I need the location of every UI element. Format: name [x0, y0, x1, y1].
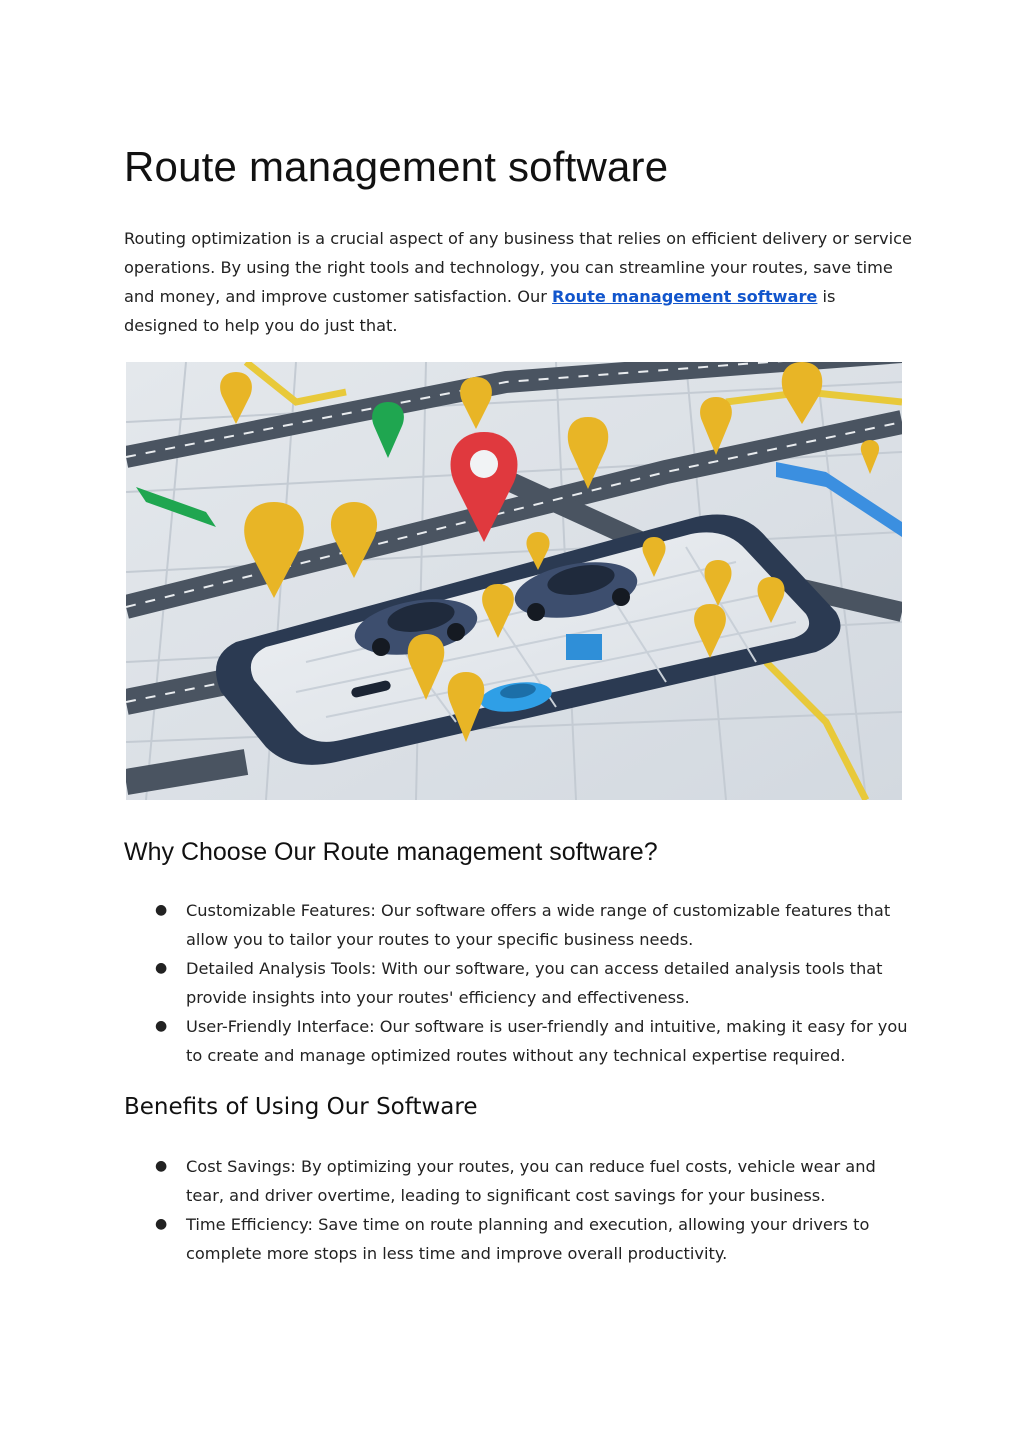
- map-pin-yellow-icon: [757, 577, 785, 623]
- map-pin-yellow-icon: [407, 634, 445, 700]
- car-light-blue: [480, 682, 552, 712]
- bullet-icon: ●: [155, 960, 168, 976]
- why-choose-heading: Why Choose Our Route management software…: [124, 838, 658, 866]
- hero-image: [126, 362, 902, 800]
- blue-route-segment: [776, 462, 902, 537]
- bullet-icon: ●: [155, 1216, 168, 1232]
- map-pin-yellow-icon: [567, 417, 609, 489]
- list-item-text: Time Efficiency: Save time on route plan…: [186, 1215, 870, 1263]
- bullet-icon: ●: [155, 1158, 168, 1174]
- list-item-text: Cost Savings: By optimizing your routes,…: [186, 1157, 876, 1205]
- map-pin-yellow-icon: [642, 537, 666, 577]
- map-pin-red-icon: [450, 432, 518, 542]
- map-pin-yellow-icon: [704, 560, 732, 606]
- list-item-text: User-Friendly Interface: Our software is…: [186, 1017, 908, 1065]
- intro-text-after: is designed to help you do just that.: [124, 287, 836, 335]
- map-pin-yellow-icon: [244, 502, 304, 598]
- map-pin-yellow-icon: [330, 502, 378, 578]
- map-pin-yellow-icon: [860, 440, 880, 474]
- list-item: ● Detailed Analysis Tools: With our softw…: [124, 954, 914, 1012]
- map-pin-yellow-icon: [447, 672, 485, 742]
- map-pin-yellow-icon: [220, 372, 252, 424]
- list-item-text: Customizable Features: Our software offe…: [186, 901, 891, 949]
- route-management-software-link[interactable]: Route management software: [552, 287, 818, 306]
- map-pin-yellow-icon: [781, 362, 823, 424]
- location-pins: [220, 362, 880, 742]
- map-pin-yellow-icon: [482, 584, 514, 638]
- green-route-segment: [136, 487, 216, 527]
- list-item: ● Time Efficiency: Save time on route pla…: [124, 1210, 914, 1268]
- list-item: ● Customizable Features: Our software off…: [124, 896, 914, 954]
- car-dark-blue-left: [354, 599, 478, 656]
- list-item: ● User-Friendly Interface: Our software i…: [124, 1012, 914, 1070]
- parcel-box: [566, 634, 602, 660]
- intro-text-before: Routing optimization is a crucial aspect…: [124, 229, 912, 306]
- map-pin-green-icon: [372, 402, 404, 458]
- smartphone: [216, 514, 841, 765]
- map-pin-yellow-icon: [460, 377, 492, 429]
- map-phone-illustration: [126, 362, 902, 800]
- list-item: ● Cost Savings: By optimizing your routes…: [124, 1152, 914, 1210]
- intro-paragraph: Routing optimization is a crucial aspect…: [124, 224, 914, 340]
- map-pin-yellow-icon: [700, 397, 732, 455]
- why-choose-list: ● Customizable Features: Our software off…: [124, 896, 914, 1070]
- page-title: Route management software: [124, 143, 669, 190]
- map-pin-yellow-icon: [694, 604, 726, 658]
- benefits-heading: Benefits of Using Our Software: [124, 1094, 478, 1120]
- map-pin-yellow-icon: [526, 532, 550, 570]
- bullet-icon: ●: [155, 1018, 168, 1034]
- bullet-icon: ●: [155, 902, 168, 918]
- list-item-text: Detailed Analysis Tools: With our softwa…: [186, 959, 883, 1007]
- benefits-list: ● Cost Savings: By optimizing your routes…: [124, 1152, 914, 1268]
- car-dark-blue-right: [514, 562, 638, 621]
